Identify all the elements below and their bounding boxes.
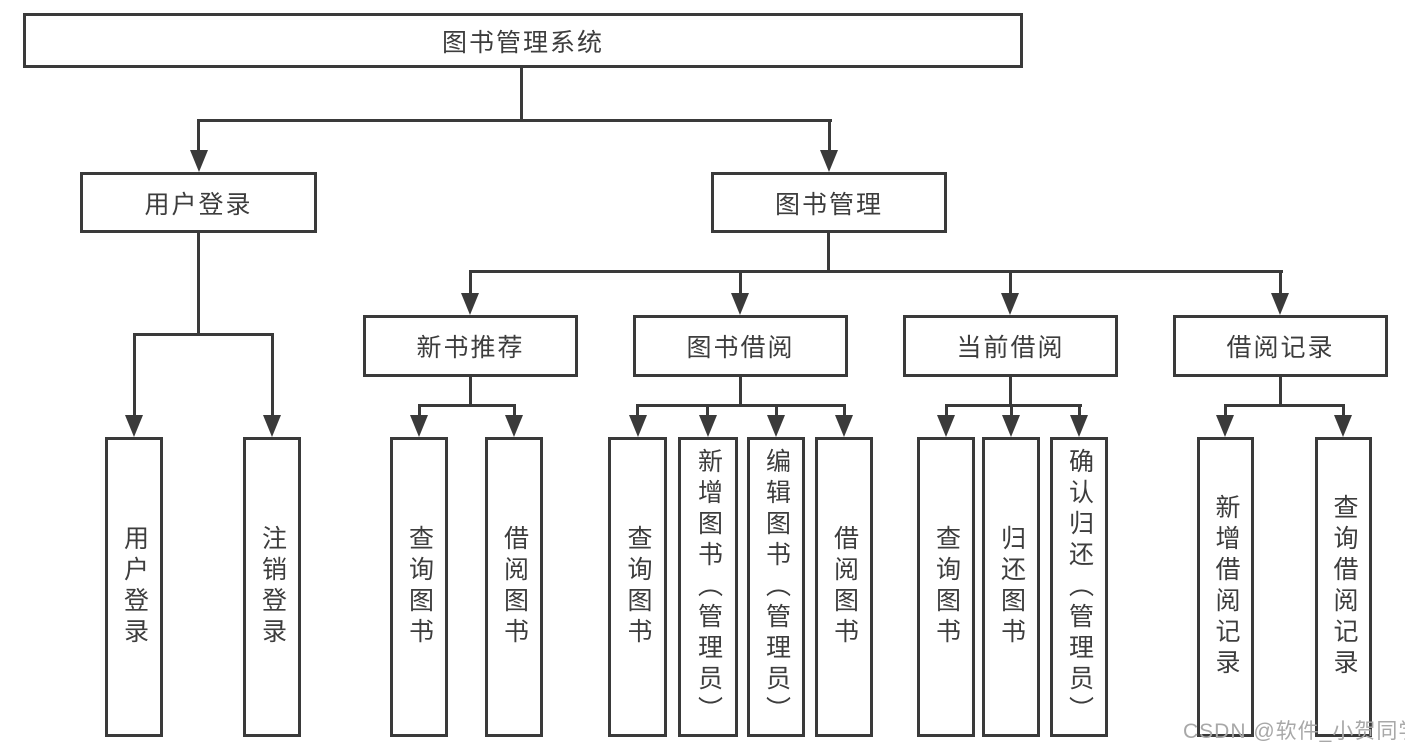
leaf-add-book-admin-label: 新增图书（管理员）: [694, 447, 723, 727]
csdn-watermark: CSDN @软件_小贺同学: [1183, 720, 1405, 743]
arrowhead-down-icon: [410, 415, 428, 437]
arrowhead-down-icon: [461, 293, 479, 315]
arrowhead-down-icon: [820, 150, 838, 172]
leaf-edit-book-admin: 编辑图书（管理员）: [747, 437, 805, 737]
connector-borrow-record-vertical: [1279, 377, 1282, 407]
connector-to-new-book-recommend: [469, 270, 472, 295]
connector-stub: [843, 404, 846, 417]
connector-user-login-split: [133, 333, 274, 336]
leaf-borrow-books-recommend: 借阅图书: [485, 437, 543, 737]
leaf-edit-book-admin-label: 编辑图书（管理员）: [762, 447, 791, 727]
arrowhead-down-icon: [1334, 415, 1352, 437]
arrowhead-down-icon: [1271, 293, 1289, 315]
leaf-confirm-return-admin-label: 确认归还（管理员）: [1065, 447, 1094, 727]
connector-to-leaf-user-login: [133, 333, 136, 417]
node-current-borrow-label: 当前借阅: [956, 334, 1065, 362]
connector-root-to-user-login: [197, 119, 200, 153]
leaf-add-borrow-record-label: 新增借阅记录: [1212, 494, 1240, 680]
connector-root-split: [197, 119, 832, 122]
node-book-management: 图书管理: [711, 172, 947, 233]
connector-book-borrow-vertical: [739, 377, 742, 407]
leaf-confirm-return-admin: 确认归还（管理员）: [1050, 437, 1108, 737]
arrowhead-down-icon: [125, 415, 143, 437]
arrowhead-down-icon: [263, 415, 281, 437]
leaf-borrow-books-recommend-label: 借阅图书: [500, 525, 529, 649]
leaf-query-books-borrow-label: 查询图书: [624, 525, 652, 649]
leaf-add-borrow-record: 新增借阅记录: [1197, 437, 1254, 737]
node-current-borrow: 当前借阅: [903, 315, 1118, 377]
connector-root-vertical: [520, 68, 523, 122]
connector-book-borrow-split: [636, 404, 846, 407]
arrowhead-down-icon: [767, 415, 785, 437]
connector-current-borrow-vertical: [1009, 377, 1012, 407]
node-book-borrow: 图书借阅: [633, 315, 848, 377]
arrowhead-down-icon: [190, 150, 208, 172]
connector-new-book-recommend-vertical: [469, 377, 472, 407]
arrowhead-down-icon: [1216, 415, 1234, 437]
connector-to-leaf-logout: [271, 333, 274, 417]
connector-stub: [513, 404, 516, 417]
leaf-return-book: 归还图书: [982, 437, 1040, 737]
connector-stub: [1010, 404, 1013, 417]
connector-stub: [636, 404, 639, 417]
node-library-management-system: 图书管理系统: [23, 13, 1023, 68]
connector-stub: [945, 404, 948, 417]
leaf-return-book-label: 归还图书: [997, 525, 1026, 649]
connector-current-borrow-split: [945, 404, 1082, 407]
leaf-query-books-recommend-label: 查询图书: [405, 525, 434, 649]
leaf-borrow-books-label: 借阅图书: [830, 525, 859, 649]
connector-stub: [706, 404, 709, 417]
arrowhead-down-icon: [1002, 415, 1020, 437]
connector-stub: [418, 404, 421, 417]
connector-book-management-vertical: [827, 232, 830, 273]
node-borrow-record-label: 借阅记录: [1226, 334, 1335, 362]
leaf-borrow-books: 借阅图书: [815, 437, 873, 737]
leaf-logout-label: 注销登录: [258, 525, 287, 649]
leaf-query-borrow-record-label: 查询借阅记录: [1330, 494, 1358, 680]
arrowhead-down-icon: [1070, 415, 1088, 437]
leaf-query-books-current: 查询图书: [917, 437, 975, 737]
connector-borrow-record-split: [1224, 404, 1345, 407]
connector-to-book-borrow: [739, 270, 742, 295]
leaf-query-books-recommend: 查询图书: [390, 437, 448, 737]
node-library-management-system-label: 图书管理系统: [441, 28, 604, 57]
connector-stub: [1224, 404, 1227, 417]
arrowhead-down-icon: [629, 415, 647, 437]
connector-root-to-book-management: [828, 119, 831, 153]
connector-stub: [1078, 404, 1081, 417]
node-new-book-recommend-label: 新书推荐: [416, 334, 525, 362]
arrowhead-down-icon: [731, 293, 749, 315]
arrowhead-down-icon: [1001, 293, 1019, 315]
connector-stub: [775, 404, 778, 417]
arrowhead-down-icon: [835, 415, 853, 437]
arrowhead-down-icon: [505, 415, 523, 437]
node-user-login-label: 用户登录: [144, 190, 253, 219]
node-new-book-recommend: 新书推荐: [363, 315, 578, 377]
connector-to-borrow-record: [1279, 270, 1282, 295]
node-user-login: 用户登录: [80, 172, 317, 233]
connector-new-book-recommend-split: [418, 404, 516, 407]
leaf-add-book-admin: 新增图书（管理员）: [678, 437, 738, 737]
node-book-management-label: 图书管理: [774, 190, 883, 219]
connector-stub: [1342, 404, 1345, 417]
leaf-query-borrow-record: 查询借阅记录: [1315, 437, 1372, 737]
leaf-logout: 注销登录: [243, 437, 301, 737]
leaf-query-books-borrow: 查询图书: [608, 437, 667, 737]
connector-user-login-vertical: [197, 232, 200, 336]
leaf-query-books-current-label: 查询图书: [932, 525, 961, 649]
leaf-user-login-label: 用户登录: [120, 525, 149, 649]
arrowhead-down-icon: [699, 415, 717, 437]
arrowhead-down-icon: [937, 415, 955, 437]
node-book-borrow-label: 图书借阅: [686, 334, 795, 362]
connector-to-current-borrow: [1009, 270, 1012, 295]
connector-book-management-split: [469, 270, 1283, 273]
leaf-user-login: 用户登录: [105, 437, 163, 737]
node-borrow-record: 借阅记录: [1173, 315, 1388, 377]
